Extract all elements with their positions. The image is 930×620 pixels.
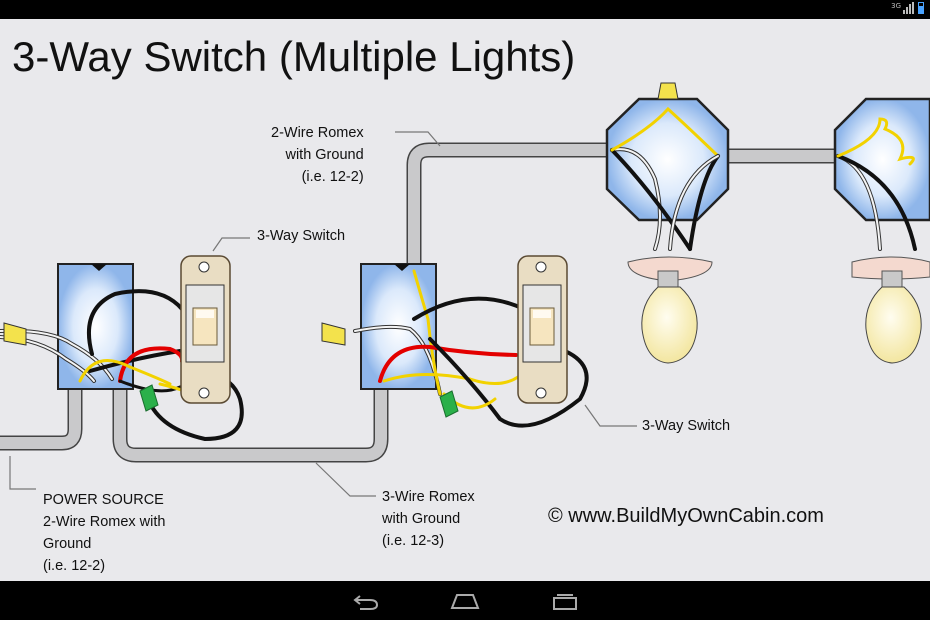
back-icon <box>353 595 379 610</box>
battery-icon <box>918 2 924 14</box>
light-fixture-1 <box>627 256 713 364</box>
network-type: 3G <box>891 2 901 10</box>
home-icon <box>450 594 480 609</box>
credit-text: © www.BuildMyOwnCabin.com <box>548 505 824 527</box>
label-line: (i.e. 12-2) <box>43 558 106 574</box>
three-way-switch-1 <box>180 255 231 404</box>
back-button[interactable] <box>348 589 384 613</box>
wire-nuts <box>3 82 679 418</box>
light-cable-1 <box>406 142 620 279</box>
wiring-diagram: 3-Way Switch (Multiple Lights) 2-Wire Ro… <box>0 19 930 581</box>
label-romex-top: 2-Wire Romex with Ground (i.e. 12-2) <box>271 122 364 188</box>
diagram-drawing <box>0 82 930 497</box>
three-way-switch-2 <box>517 255 568 404</box>
label-switch-top: 3-Way Switch <box>257 228 346 244</box>
green-wire-nut <box>139 384 159 412</box>
label-switch-right: 3-Way Switch <box>642 418 731 434</box>
diagram-title: 3-Way Switch (Multiple Lights) <box>12 33 576 80</box>
label-line: (i.e. 12-3) <box>382 533 445 549</box>
label-line: POWER SOURCE <box>43 492 164 508</box>
power-cable <box>0 373 83 451</box>
signal-icon <box>903 2 914 14</box>
label-power-source: POWER SOURCE 2-Wire Romex with Ground (i… <box>43 489 165 577</box>
home-button[interactable] <box>447 589 483 613</box>
status-icons: 3G <box>891 2 924 14</box>
romex-cables <box>0 142 846 463</box>
light-fixture-2 <box>851 256 930 364</box>
label-line: with Ground <box>285 147 364 163</box>
label-line: with Ground <box>382 511 461 527</box>
light-box-2 <box>833 97 930 222</box>
label-three-wire-romex: 3-Wire Romex with Ground (i.e. 12-3) <box>382 486 475 552</box>
yellow-wire-nut <box>3 322 27 346</box>
label-line: 2-Wire Romex <box>271 125 364 141</box>
status-bar: 3G <box>0 0 930 19</box>
label-line: 2-Wire Romex with <box>43 514 166 530</box>
yellow-wire-nut <box>657 82 679 100</box>
recent-apps-button[interactable] <box>547 589 583 613</box>
label-line: 3-Wire Romex <box>382 489 475 505</box>
label-line: (i.e. 12-2) <box>301 169 364 185</box>
green-wire-nut <box>439 390 459 418</box>
navigation-bar <box>0 581 930 620</box>
light-box-1 <box>605 97 730 222</box>
recent-apps-icon <box>553 594 577 610</box>
label-line: Ground <box>43 536 92 552</box>
yellow-wire-nut <box>321 322 346 346</box>
leader-lines <box>9 131 637 497</box>
